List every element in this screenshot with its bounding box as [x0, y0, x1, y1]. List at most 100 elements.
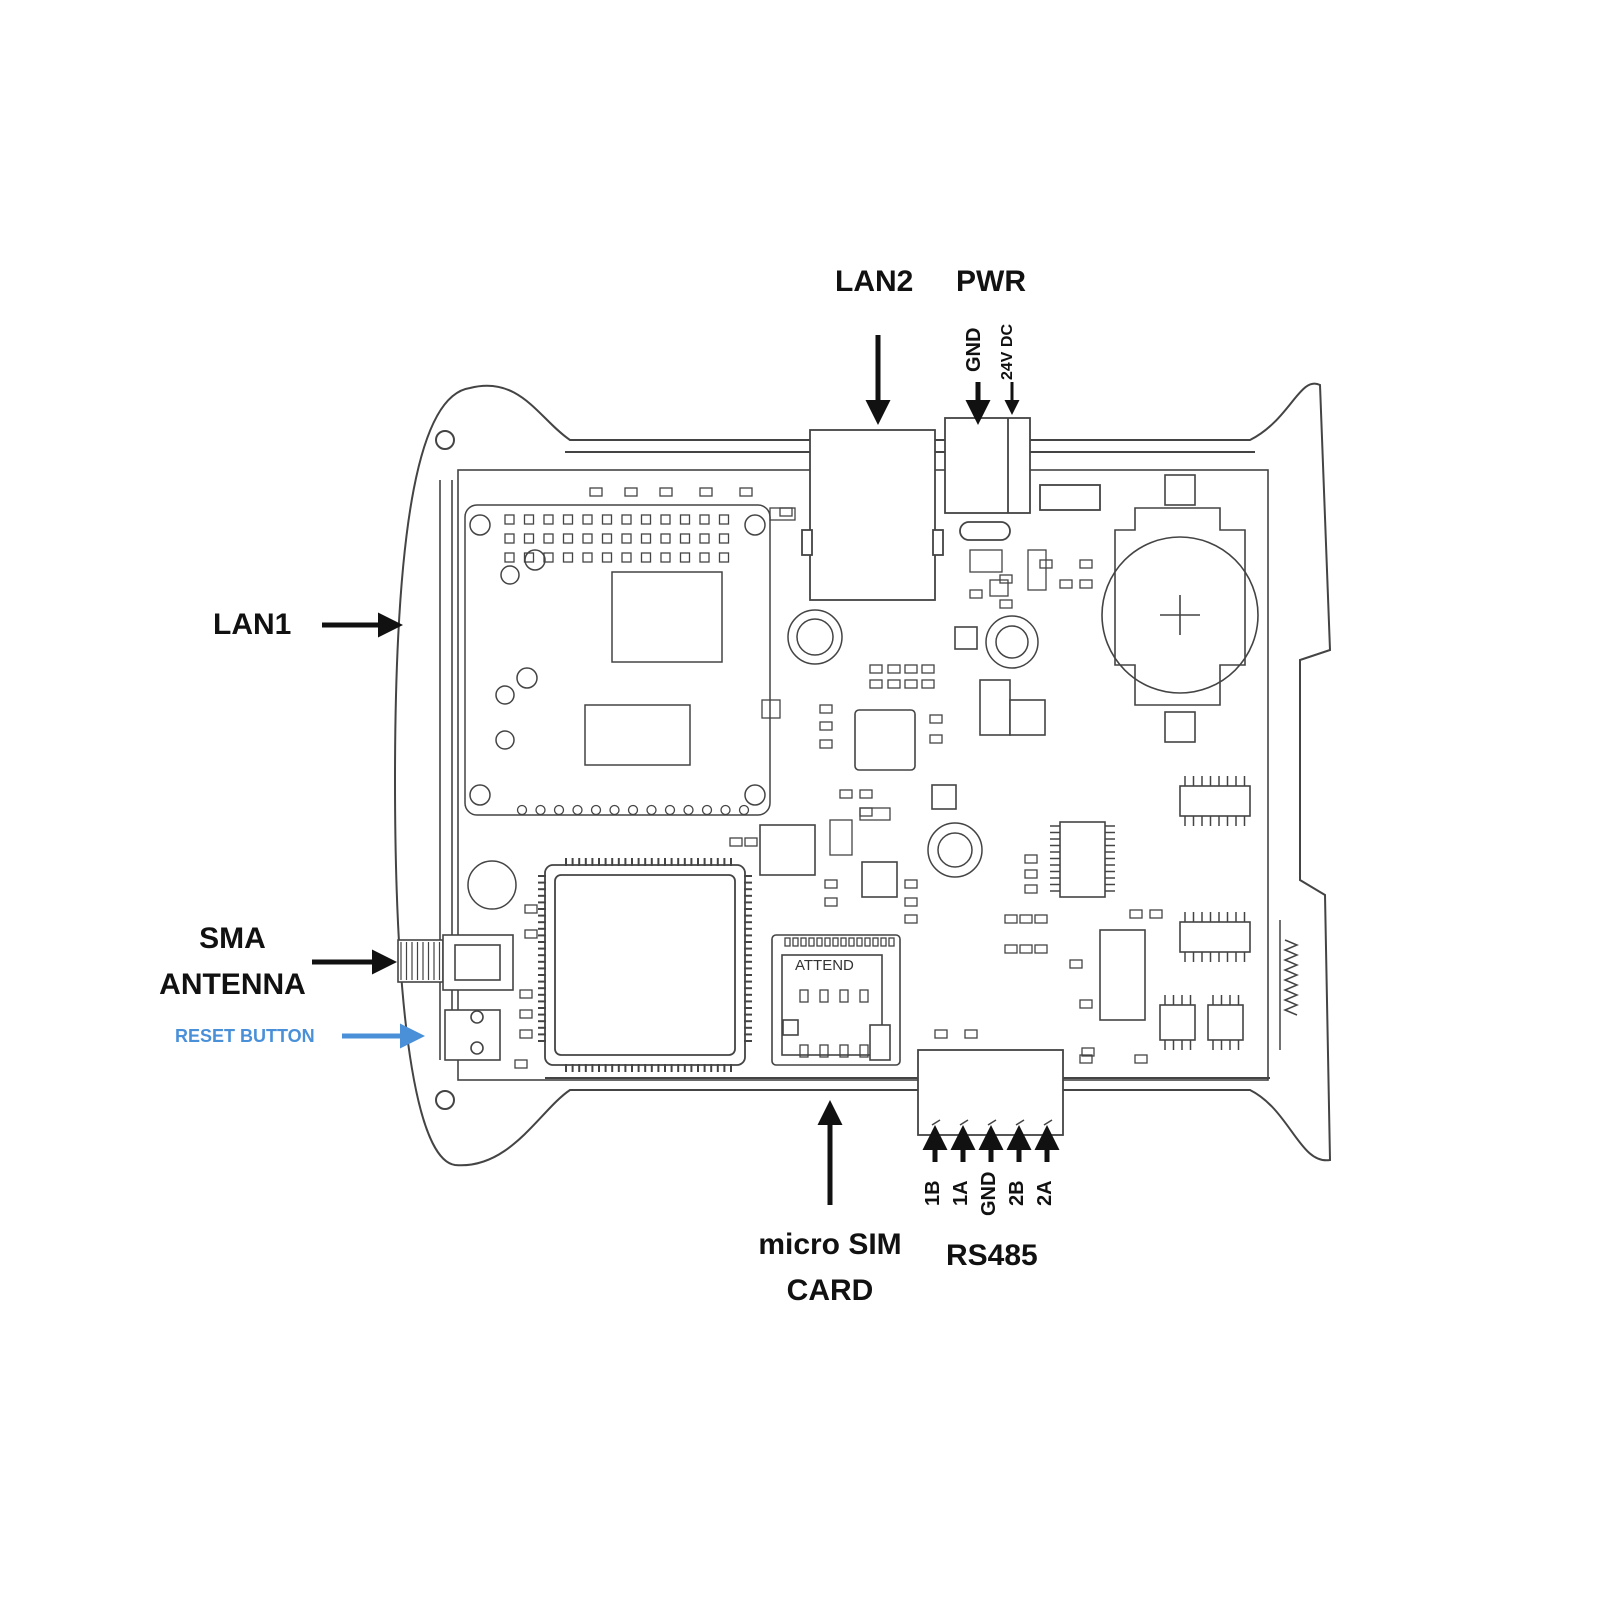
smd-components: [514, 487, 1246, 1069]
smd-part: [519, 1009, 533, 1019]
smd-part: [859, 789, 873, 799]
label-lan1: LAN1: [213, 608, 292, 641]
smd-part: [1019, 914, 1033, 924]
label-micro-sim-line2: CARD: [786, 1274, 874, 1307]
header-pin: [660, 514, 671, 525]
smd-part: [1034, 914, 1048, 924]
label-micro-sim-line1: micro SIM: [758, 1228, 902, 1261]
sim-contact: [799, 1044, 809, 1058]
sim-contact: [859, 989, 869, 1003]
header-pin: [523, 514, 535, 525]
smd-part: [1134, 1054, 1148, 1064]
sim-contact: [800, 937, 807, 947]
smd-part: [839, 789, 853, 799]
sim-contact: [832, 937, 839, 947]
header-pin: [699, 514, 710, 525]
header-pad: [646, 804, 657, 816]
smd-part: [819, 739, 833, 749]
smd-part: [519, 989, 533, 999]
smd-part: [1024, 869, 1038, 879]
smd-part: [921, 664, 935, 674]
header-pin: [621, 552, 632, 563]
lan2-jack: [801, 429, 944, 601]
smd-part: [824, 897, 838, 907]
smd-part: [1004, 914, 1018, 924]
smd-part: [1079, 1054, 1093, 1064]
header-pin: [504, 514, 515, 525]
label-reset-button: RESET BUTTON: [175, 1026, 315, 1046]
label-micro-sim-card: micro SIM CARD: [740, 1230, 920, 1306]
smd-part: [869, 664, 883, 674]
header-pin: [621, 533, 632, 544]
smd-part: [969, 589, 983, 599]
header-pin: [718, 552, 730, 563]
header-pad: [683, 804, 694, 816]
sim-contact: [880, 937, 887, 947]
header-pin: [640, 533, 652, 544]
sma-thread: [400, 942, 441, 980]
header-pin: [601, 533, 613, 544]
header-pin: [718, 533, 730, 544]
smd-part: [1079, 559, 1093, 569]
sim-contact: [848, 937, 855, 947]
label-sma-antenna: SMA ANTENNA: [150, 924, 315, 1000]
pin-header-bottom: [516, 804, 750, 816]
sim-contact: [872, 937, 879, 947]
modem-chip-pins: [538, 858, 752, 1072]
smd-part: [904, 664, 918, 674]
header-pin: [718, 514, 730, 525]
smd-part: [739, 487, 753, 497]
label-rs485-pin-2: 1A: [950, 1180, 972, 1206]
smd-part: [904, 914, 918, 924]
header-pad: [535, 804, 546, 816]
header-pin: [640, 552, 652, 563]
smd-part: [999, 574, 1013, 584]
label-pwr: PWR: [956, 265, 1026, 298]
smd-part: [1129, 909, 1143, 919]
label-rs485-pin-4: 2B: [1006, 1180, 1028, 1206]
smd-part: [1081, 1047, 1095, 1057]
smd-part: [887, 679, 901, 689]
smd-part: [1019, 944, 1033, 954]
smd-part: [904, 679, 918, 689]
smd-part: [761, 699, 781, 719]
callout-arrows: [312, 335, 1060, 1205]
smd-part: [659, 487, 673, 497]
power-connector: [944, 417, 1101, 541]
smd-part: [904, 897, 918, 907]
header-pin: [562, 552, 574, 563]
sim-contact: [864, 937, 871, 947]
header-pin: [640, 514, 652, 525]
smd-part: [1027, 549, 1047, 591]
compute-module: [464, 504, 771, 816]
smd-part: [1079, 579, 1093, 589]
sim-slot-marking: ATTEND: [795, 957, 854, 974]
header-pin: [679, 533, 691, 544]
smd-part: [524, 929, 538, 939]
terminal-tick: [931, 1119, 941, 1126]
smd-part: [699, 487, 713, 497]
header-pad: [738, 804, 750, 816]
smd-part: [1024, 884, 1038, 894]
sim-contact: [856, 937, 863, 947]
label-sma-line1: SMA: [199, 922, 266, 955]
coin-cell-holder: [1101, 474, 1259, 743]
terminal-tick: [1043, 1119, 1053, 1126]
smd-part: [514, 1059, 528, 1069]
sim-contact: [824, 937, 831, 947]
label-rs485: RS485: [946, 1239, 1038, 1272]
header-pin: [523, 533, 535, 544]
smd-part: [769, 507, 796, 521]
smd-part: [1079, 999, 1093, 1009]
header-pin: [562, 533, 574, 544]
terminal-tick: [1015, 1119, 1025, 1126]
smd-part: [744, 837, 758, 847]
sim-contact: [808, 937, 815, 947]
din-rail-latch: [1279, 920, 1299, 1050]
smd-part: [779, 507, 793, 517]
smd-part: [819, 721, 833, 731]
header-pin: [601, 552, 613, 563]
rs485-terminal-block: [917, 1049, 1064, 1136]
smd-part: [1024, 854, 1038, 864]
header-pin: [660, 533, 671, 544]
